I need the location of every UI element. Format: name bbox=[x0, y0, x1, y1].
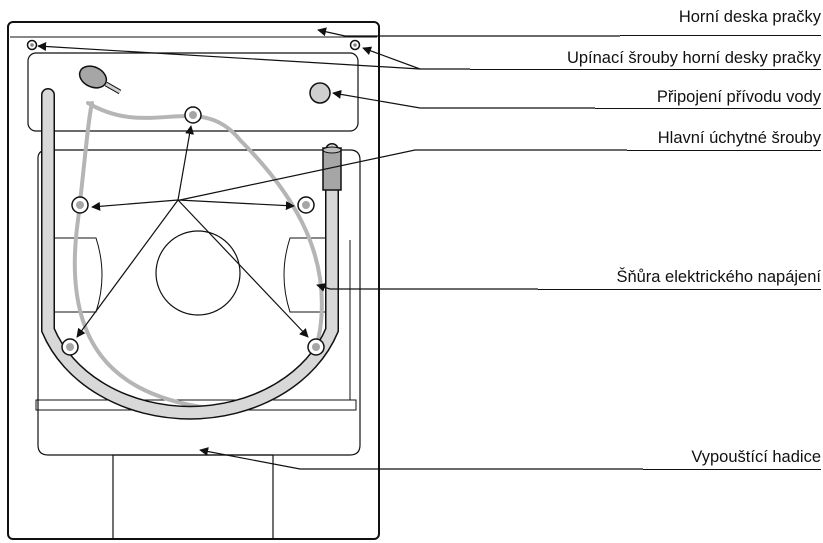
underline-main-bolts bbox=[627, 150, 821, 151]
drain-hose-end bbox=[322, 146, 342, 154]
leader-bolt-right bbox=[177, 199, 295, 211]
power-plug-icon bbox=[78, 65, 122, 95]
underline-water-inlet bbox=[595, 108, 821, 109]
label-main-bolts: Hlavní úchytné šrouby bbox=[657, 129, 821, 147]
main-bolt-left bbox=[71, 196, 89, 214]
label-top-panel: Horní deska pračky bbox=[678, 8, 821, 26]
underline-drain-hose bbox=[643, 469, 821, 470]
main-bolt-bottom-left bbox=[61, 338, 79, 356]
drain-hose bbox=[42, 89, 338, 419]
base-block bbox=[112, 454, 274, 540]
top-panel-screw-left bbox=[26, 39, 38, 51]
leader-top-screw-left bbox=[37, 41, 421, 70]
leader-top-screw-right bbox=[362, 46, 421, 70]
leader-bolt-left bbox=[91, 199, 179, 211]
leader-power-cord bbox=[316, 283, 538, 292]
water-inlet-fitting bbox=[309, 82, 331, 104]
main-bolt-bottom-right bbox=[307, 338, 325, 356]
leader-main-bolts-bar bbox=[179, 149, 627, 201]
underline-power-cord bbox=[538, 289, 821, 290]
label-top-screws: Upínací šrouby horní desky pračky bbox=[566, 49, 821, 67]
label-water-inlet: Připojení přívodu vody bbox=[656, 88, 821, 106]
underline-top-panel bbox=[620, 35, 821, 36]
drum-center bbox=[155, 230, 241, 316]
leader-bolt-top bbox=[177, 125, 195, 201]
leader-drain-hose bbox=[199, 447, 643, 470]
label-power-cord: Šňůra elektrického napájení bbox=[616, 268, 821, 286]
label-drain-hose: Vypouštící hadice bbox=[691, 448, 821, 466]
leader-bolt-bottom-right bbox=[177, 199, 309, 338]
top-panel-screw-right bbox=[349, 39, 361, 51]
main-bolt-top bbox=[184, 106, 202, 124]
lobe-right bbox=[283, 237, 338, 313]
leader-bolt-bottom-left bbox=[76, 199, 179, 338]
leader-top-panel bbox=[317, 27, 620, 37]
main-bolt-right bbox=[297, 196, 315, 214]
leader-water-inlet bbox=[332, 89, 595, 109]
underline-top-screws bbox=[470, 69, 821, 70]
